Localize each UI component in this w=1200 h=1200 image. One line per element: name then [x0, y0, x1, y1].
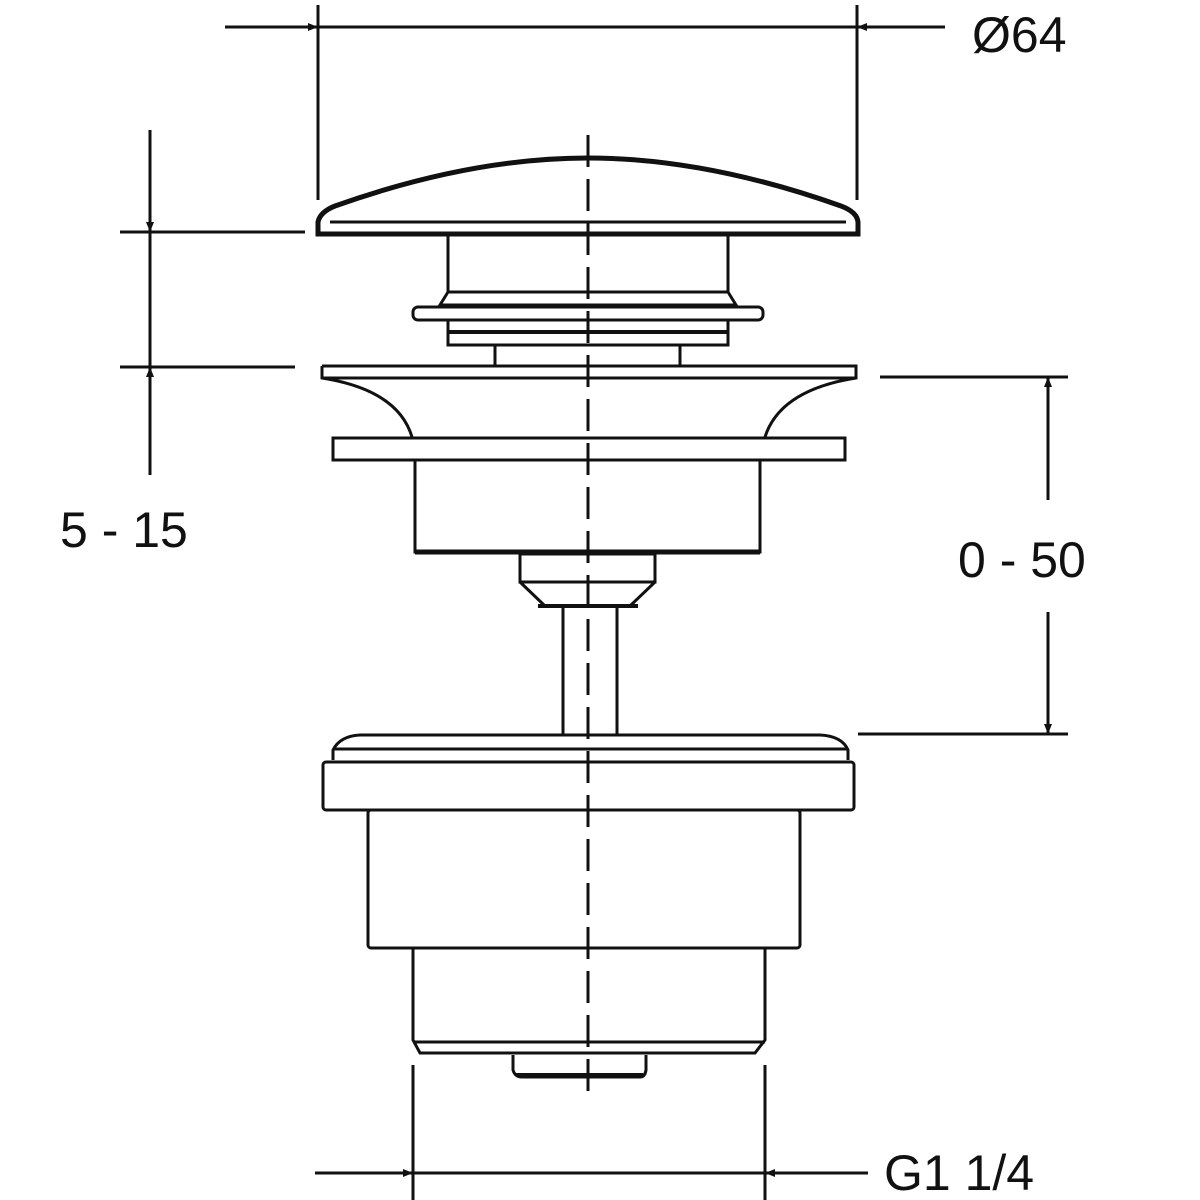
- thread-label: G1 1/4: [884, 1145, 1035, 1200]
- thickness-dimension: [858, 375, 1068, 736]
- lift-dimension: [120, 130, 305, 475]
- lower-housing: [321, 733, 856, 1079]
- body-flange: [320, 364, 858, 438]
- diameter-label: Ø64: [972, 7, 1067, 63]
- valve-cap: [315, 155, 861, 237]
- neck-and-rod: [518, 552, 657, 735]
- thread-dimension: [315, 1065, 868, 1200]
- diameter-dimension: [225, 5, 945, 200]
- cap-stem: [411, 233, 765, 366]
- lift-label: 5 - 15: [60, 502, 188, 558]
- thickness-label: 0 - 50: [958, 532, 1086, 588]
